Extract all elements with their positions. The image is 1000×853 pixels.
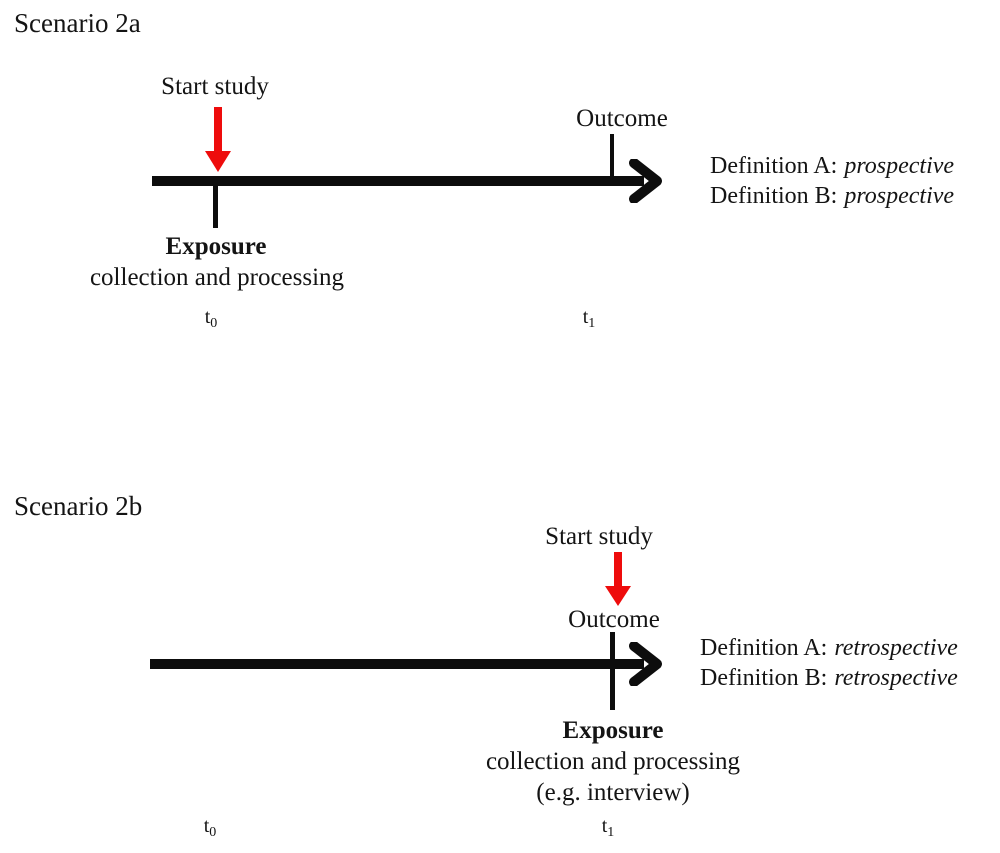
timeline-arrow-2a [152,159,662,203]
t0-label-2b: t0 [203,815,217,840]
t1-label-2b: t1 [601,815,615,840]
definition-b-row: Definition B:prospective [710,181,954,211]
t0-base: t [204,306,211,328]
start-study-arrow-down-icon-2b [605,552,631,606]
exposure-title-2a: Exposure [165,233,267,260]
definition-b-prefix-2b: Definition B: [700,665,828,691]
exposure-subtitle-2b: collection and processing [485,748,741,775]
definition-a-value-2b: retrospective [834,635,958,661]
start-study-label-2b: Start study [545,523,653,550]
definitions-2a: Definition A:prospective Definition B:pr… [710,151,954,211]
t0-label-2a: t0 [204,306,218,331]
definitions-2b: Definition A:retrospective Definition B:… [700,633,958,693]
exposure-note-2b: (e.g. interview) [536,779,690,806]
timeline-arrow-2b [150,642,662,686]
definition-a-row-2b: Definition A:retrospective [700,633,958,663]
exposure-title-2b: Exposure [562,717,664,744]
definition-a-prefix-2b: Definition A: [700,635,828,661]
definition-b-value: prospective [844,183,955,209]
outcome-label-2b: Outcome [568,606,660,633]
scenario-2b-title: Scenario 2b [14,491,143,521]
start-study-label: Start study [161,73,269,100]
t1-sub: 1 [588,316,596,331]
definition-b-prefix: Definition B: [710,183,838,209]
definition-a-prefix: Definition A: [710,153,838,179]
outcome-exposure-tick-2b [610,632,615,710]
outcome-label: Outcome [576,105,668,132]
exposure-subtitle-2a: collection and processing [89,264,345,291]
t1-sub-2b: 1 [607,825,615,840]
definition-a-value: prospective [844,153,955,179]
outcome-tick-2a [610,134,614,178]
exposure-tick-2a [213,184,218,228]
t0-base-2b: t [203,815,210,837]
scenario-2b-panel: Scenario 2b Start study Outcome Definiti… [0,420,1000,853]
scenario-2a-title: Scenario 2a [14,8,141,38]
scenario-2a-panel: Scenario 2a Start study Outcome Definiti… [0,0,1000,420]
t0-sub: 0 [210,316,218,331]
definition-a-row: Definition A:prospective [710,151,954,181]
definition-b-row-2b: Definition B:retrospective [700,663,958,693]
start-study-arrow-down-icon [205,107,231,172]
t1-base-2b: t [601,815,608,837]
definition-b-value-2b: retrospective [834,665,958,691]
t1-label-2a: t1 [582,306,596,331]
t0-sub-2b: 0 [209,825,217,840]
t1-base: t [582,306,589,328]
